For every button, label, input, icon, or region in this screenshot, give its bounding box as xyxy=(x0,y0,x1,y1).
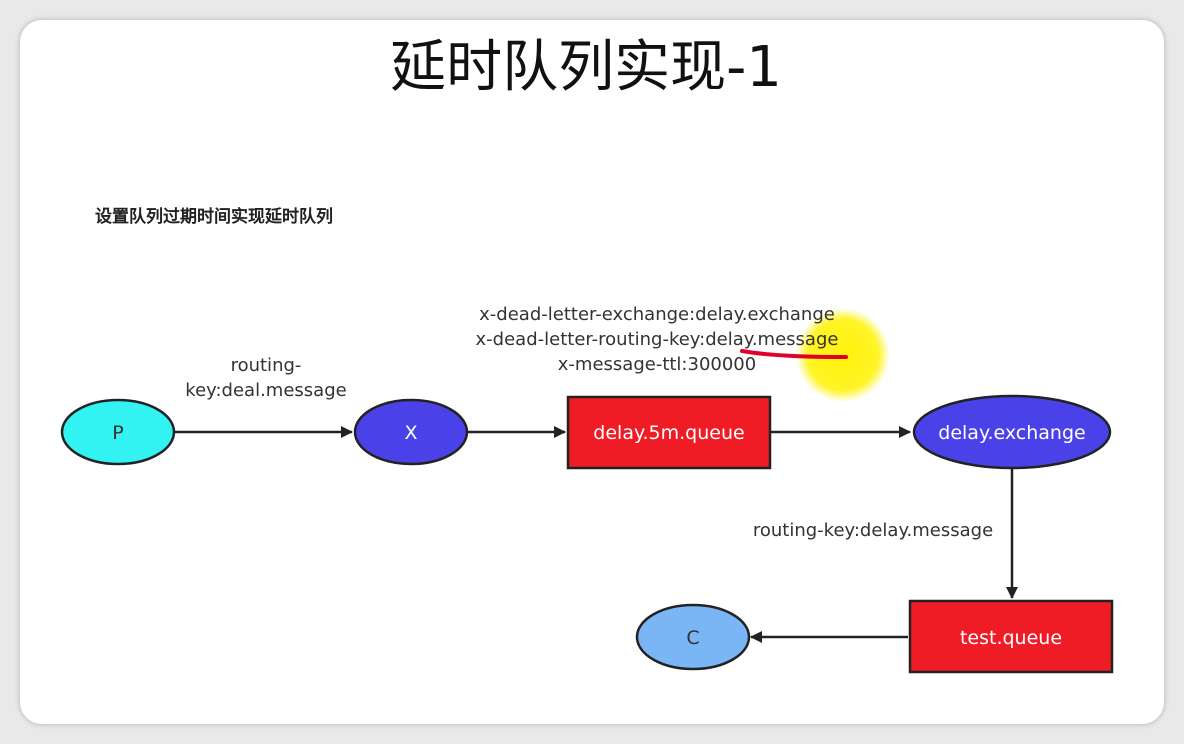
node-exchange-x: X xyxy=(353,398,469,466)
producer-label: P xyxy=(112,422,123,444)
queue-arg-dead-letter-routing-key: x-dead-letter-routing-key:delay.message xyxy=(476,329,839,350)
queue-arg-dead-letter-exchange: x-dead-letter-exchange:delay.exchange xyxy=(479,304,835,325)
producer-ellipse xyxy=(60,398,176,466)
exchange-x-ellipse xyxy=(353,398,469,466)
exchange-x-label: X xyxy=(404,422,417,444)
delay-exchange-label: delay.exchange xyxy=(938,422,1085,444)
delay-queue-rect xyxy=(566,395,772,470)
consumer-label: C xyxy=(686,627,699,649)
delay-exchange-ellipse xyxy=(912,394,1112,470)
routing-key-label-line1: routing- xyxy=(231,355,302,376)
delay-exchange-routing-key-label: routing-key:delay.message xyxy=(753,520,993,541)
node-consumer: C xyxy=(635,603,751,671)
delay-queue-label: delay.5m.queue xyxy=(593,422,744,444)
node-delay-queue: delay.5m.queue xyxy=(566,395,772,470)
node-producer: P xyxy=(60,398,176,466)
underline-annotation xyxy=(740,349,848,359)
routing-key-label-line2: key:deal.message xyxy=(185,380,346,401)
diagram-subtitle: 设置队列过期时间实现延时队列 xyxy=(95,206,333,227)
node-delay-exchange: delay.exchange xyxy=(912,394,1112,470)
test-queue-label: test.queue xyxy=(960,627,1062,649)
test-queue-rect xyxy=(908,599,1114,674)
node-test-queue: test.queue xyxy=(908,599,1114,674)
consumer-ellipse xyxy=(635,603,751,671)
queue-arg-message-ttl: x-message-ttl:300000 xyxy=(558,354,756,375)
page-title: 延时队列实现-1 xyxy=(390,35,782,100)
